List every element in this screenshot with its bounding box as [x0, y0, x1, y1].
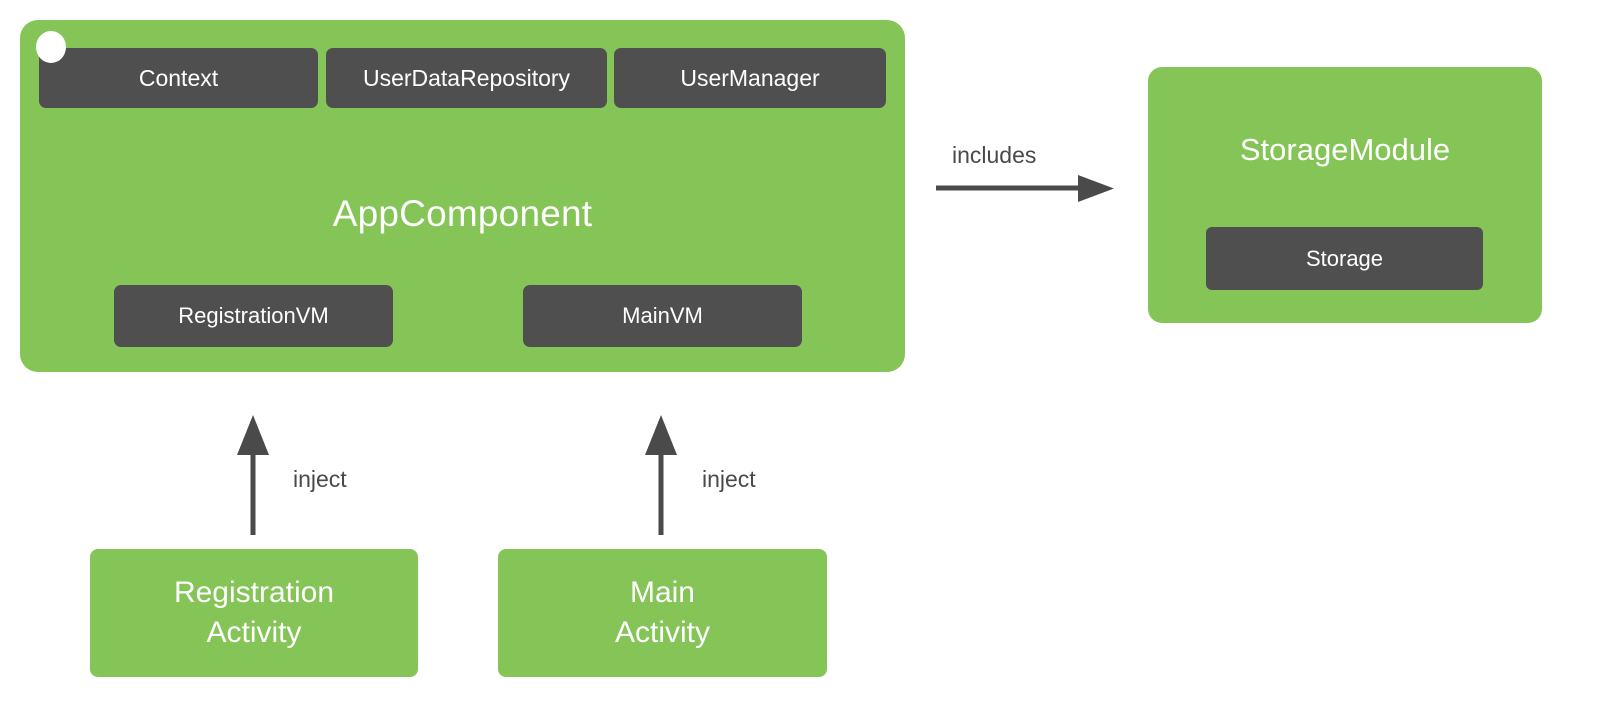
registration-activity-label-line1: Registration — [173, 576, 335, 609]
includes-arrow-icon — [936, 175, 1114, 202]
viewmodel-chip-registrationvm-label: RegistrationVM — [178, 303, 329, 328]
main-activity-label-line1: Main — [629, 576, 695, 609]
storage-module-node[interactable]: StorageModule Storage — [1148, 67, 1542, 323]
main-activity-label: Main Activity — [615, 573, 710, 653]
inject-arrow-main-icon — [645, 415, 677, 535]
dependency-chip-usermanager[interactable]: UserManager — [614, 48, 886, 108]
edge-label-includes: includes — [952, 142, 1037, 168]
main-activity-node[interactable]: Main Activity — [498, 549, 827, 677]
dependency-chip-userdatarepository[interactable]: UserDataRepository — [326, 48, 607, 108]
storage-module-title: StorageModule — [1239, 132, 1451, 167]
dependency-chip-context-label: Context — [138, 65, 219, 91]
edge-label-inject-main: inject — [702, 466, 756, 492]
registration-activity-label-line2: Activity — [206, 616, 302, 649]
inject-arrow-registration-icon — [237, 415, 269, 535]
viewmodel-chip-mainvm-label: MainVM — [622, 303, 703, 328]
dependency-chip-context[interactable]: Context — [39, 48, 318, 108]
registration-activity-label: Registration Activity — [174, 573, 334, 653]
provides-chip-storage-label: Storage — [1305, 245, 1384, 271]
edge-label-inject-registration: inject — [293, 466, 347, 492]
registration-activity-node[interactable]: Registration Activity — [90, 549, 418, 677]
app-component-title: AppComponent — [332, 193, 593, 234]
viewmodel-chip-registrationvm[interactable]: RegistrationVM — [114, 285, 393, 347]
dependency-chip-userdatarepository-label: UserDataRepository — [362, 65, 571, 91]
main-activity-label-line2: Activity — [614, 616, 710, 649]
provides-chip-storage[interactable]: Storage — [1206, 227, 1483, 290]
dependency-chip-usermanager-label: UserManager — [680, 65, 820, 91]
app-component-node[interactable]: Context UserDataRepository UserManager A… — [20, 20, 905, 372]
component-marker-dot-icon — [36, 31, 66, 63]
viewmodel-chip-mainvm[interactable]: MainVM — [523, 285, 802, 347]
